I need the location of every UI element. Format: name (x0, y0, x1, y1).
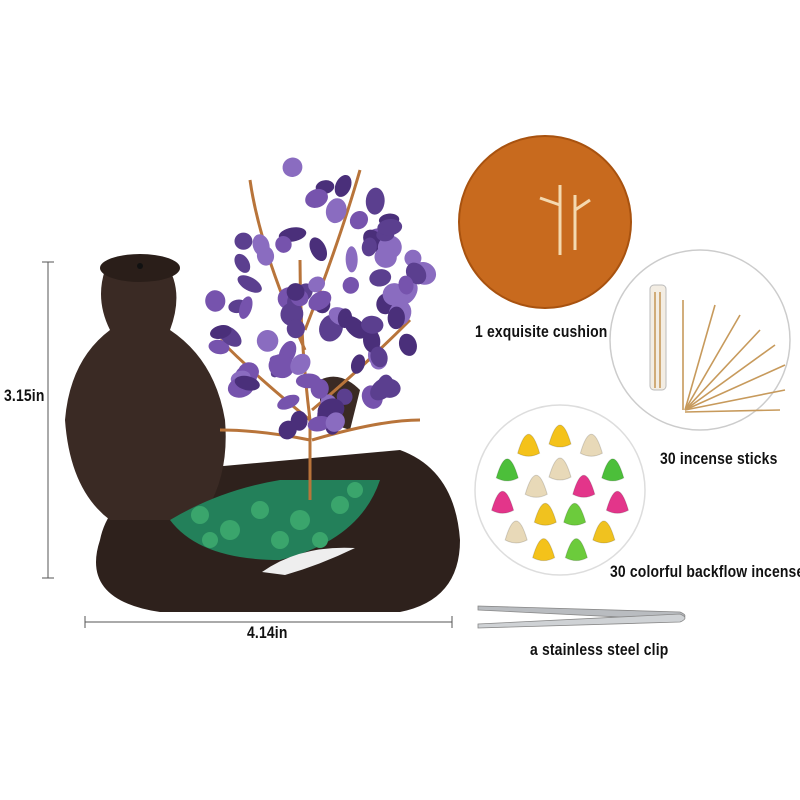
incense-cone (504, 520, 528, 544)
crystal (334, 174, 352, 197)
incense-sticks (609, 249, 791, 431)
crystal (377, 219, 403, 236)
crystal (234, 375, 260, 391)
crystal (345, 246, 358, 273)
incense-cone (532, 538, 556, 562)
crystal (210, 325, 232, 340)
crystal (237, 275, 262, 293)
crystal (344, 316, 367, 339)
crystal (398, 333, 417, 356)
crystal (290, 353, 311, 375)
crystal (295, 373, 321, 389)
crystal (275, 235, 292, 253)
crystal (349, 210, 369, 230)
clip-label: a stainless steel clip (530, 640, 669, 659)
crystal (308, 276, 326, 293)
crystal (370, 377, 395, 401)
crystal (325, 412, 345, 432)
crystal (234, 232, 253, 250)
tweezers (477, 605, 686, 629)
crystal (238, 296, 253, 319)
crystal (374, 246, 397, 268)
incense-cone (572, 474, 596, 498)
crystal (256, 329, 279, 352)
crystal (256, 246, 275, 266)
crystal (342, 276, 359, 294)
crystal (286, 283, 305, 301)
crystal (398, 275, 414, 295)
crystal (282, 157, 303, 177)
incense-cone (601, 458, 625, 482)
crystal (325, 198, 347, 224)
crystal (305, 188, 328, 208)
incense-cone (533, 502, 557, 526)
crystal (208, 339, 230, 355)
crystal (286, 319, 305, 339)
crystal (350, 354, 366, 374)
crystal (369, 269, 392, 287)
crystal (361, 237, 377, 257)
cushion-label: 1 exquisite cushion (475, 322, 608, 341)
incense-cones (474, 404, 646, 576)
incense-cone (495, 458, 519, 482)
crystal (387, 306, 405, 330)
crystal (308, 290, 332, 311)
crystal (278, 420, 297, 440)
crystal (370, 346, 388, 368)
incense-cone (564, 538, 588, 562)
crystal (234, 253, 251, 273)
amethyst-tree (205, 157, 437, 500)
backflow-burner (65, 254, 460, 612)
crystal (361, 315, 384, 334)
crystal (309, 237, 328, 262)
crystal (365, 187, 385, 215)
height-dimension-line (42, 261, 54, 579)
incense-cone (548, 424, 572, 448)
crystal (205, 290, 226, 312)
incense-cone (548, 457, 572, 481)
crystal (307, 415, 331, 432)
incense-cone (524, 474, 548, 498)
incense-cone (517, 433, 541, 457)
incense-cone (579, 433, 603, 457)
crystal (404, 249, 422, 267)
crystal (336, 388, 353, 405)
height-label: 3.15in (4, 386, 45, 405)
cushion (458, 135, 632, 309)
cones-label: 30 colorful backflow incense (610, 562, 800, 581)
crystal (363, 328, 381, 353)
incense-cone (563, 502, 587, 526)
crystal (277, 394, 300, 410)
incense-cone (490, 490, 515, 514)
width-label: 4.14in (247, 623, 288, 642)
crystal (268, 354, 295, 379)
width-dimension-line (84, 616, 453, 628)
incense-cone (592, 520, 616, 544)
incense-cone (605, 490, 630, 514)
sticks-label: 30 incense sticks (660, 449, 778, 468)
